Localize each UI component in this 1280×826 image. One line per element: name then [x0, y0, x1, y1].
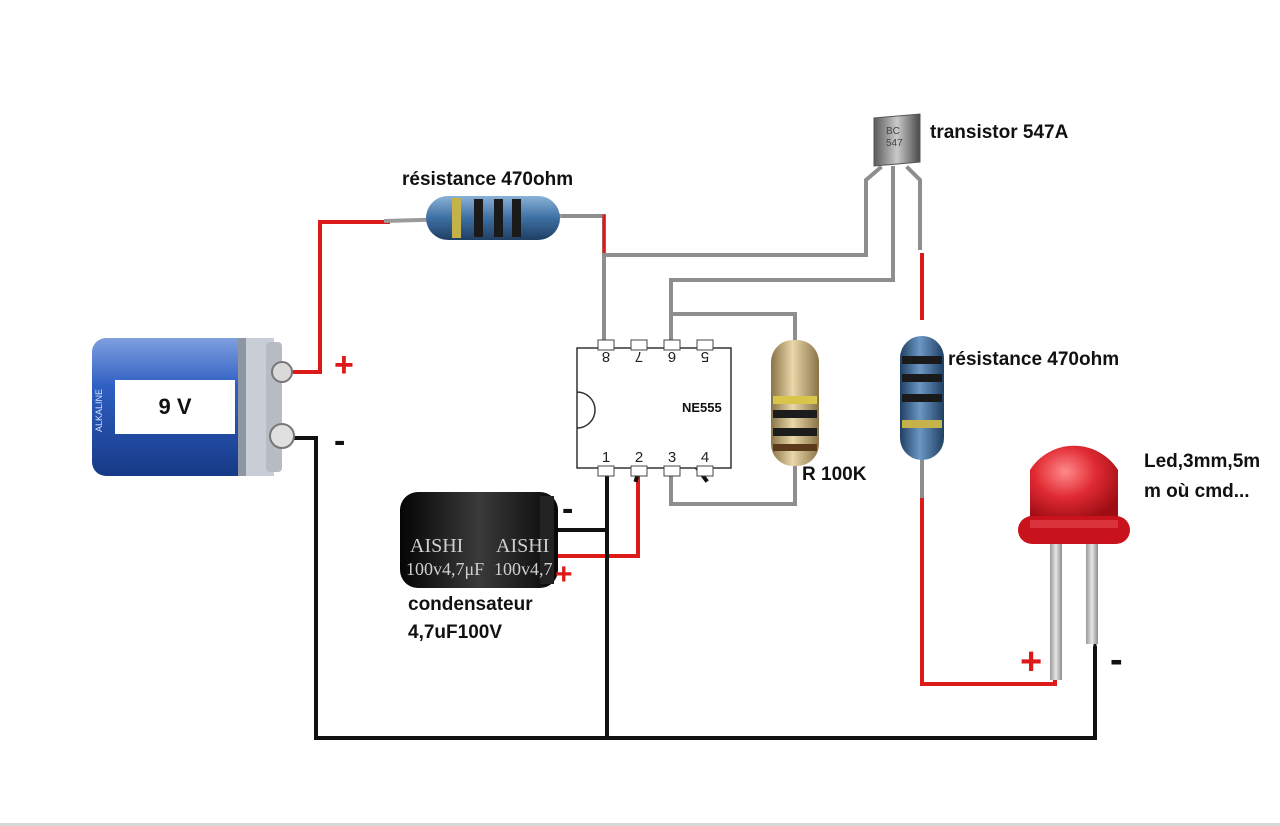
capacitor-label-line2: 4,7uF100V: [408, 622, 502, 643]
transistor-marking-1: BC: [886, 126, 900, 137]
wire-battery-positive: [288, 220, 390, 374]
ic-pin-5: 5: [701, 348, 709, 365]
battery-brand-text: ALKALINE: [94, 389, 104, 432]
capacitor-label-line1: condensateur: [408, 594, 533, 615]
bottom-divider: [0, 823, 1280, 826]
wire-r100k-top: [669, 312, 797, 347]
transistor-label: transistor 547A: [930, 122, 1069, 143]
capacitor-body-text-4: 100v4,7: [494, 559, 553, 579]
led-label-line2: m où cmd...: [1144, 481, 1250, 502]
wire-resistor-to-pin8: [558, 214, 606, 344]
led-minus-sign: -: [1110, 639, 1123, 681]
capacitor-body-text-1: AISHI: [410, 535, 463, 557]
ic-label: NE555: [682, 400, 722, 415]
resistor-470-right: résistance 470ohm: [900, 336, 1119, 460]
transistor-marking-2: 547: [886, 138, 903, 149]
wire-transistor-base: [669, 166, 895, 344]
ic-pin-2: 2: [635, 449, 643, 466]
transistor-547a: BC 547 transistor 547A: [873, 113, 1069, 167]
ic-pin-6: 6: [668, 348, 676, 365]
wire-transistor-emitter: [905, 165, 922, 250]
ic-pin-4: 4: [701, 449, 709, 466]
battery-9v: 9 V ALKALINE: [92, 338, 295, 476]
battery-plus-sign: +: [334, 346, 354, 384]
led-plus-sign: +: [1020, 641, 1042, 683]
wire-capacitor-positive: [554, 476, 640, 558]
resistor-100k-label: R 100K: [802, 464, 867, 485]
capacitor-4-7uf: AISHI 100v4,7μF AISHI 100v4,7 condensate…: [400, 492, 558, 643]
resistor-100k: R 100K: [771, 340, 867, 485]
ic-pin-7: 7: [635, 348, 643, 365]
led-label-line1: Led,3mm,5m: [1144, 451, 1260, 472]
ic-pin-1: 1: [602, 449, 610, 466]
capacitor-plus-sign: +: [555, 558, 573, 591]
resistor-right-label: résistance 470ohm: [948, 349, 1119, 370]
battery-voltage-label: 9 V: [158, 394, 191, 419]
wire-r100k-bottom: [669, 460, 797, 506]
capacitor-body-text-2: 100v4,7μF: [406, 559, 484, 579]
wire-ground-rail: [288, 436, 1097, 740]
wire-transistor-collector: [602, 165, 883, 257]
capacitor-body-text-3: AISHI: [496, 535, 549, 557]
polarity-signs: + - - + + -: [334, 346, 1123, 683]
led: Led,3mm,5m m où cmd...: [1018, 445, 1260, 680]
resistor-top-label: résistance 470ohm: [402, 169, 573, 190]
ic-ne555: 8 7 6 5 1 2 3 4 NE555: [576, 339, 732, 477]
battery-minus-sign: -: [334, 422, 345, 460]
capacitor-minus-sign: -: [562, 490, 573, 528]
ic-pin-3: 3: [668, 449, 676, 466]
ic-pin-8: 8: [602, 348, 610, 365]
resistor-470-top: résistance 470ohm: [383, 169, 573, 240]
